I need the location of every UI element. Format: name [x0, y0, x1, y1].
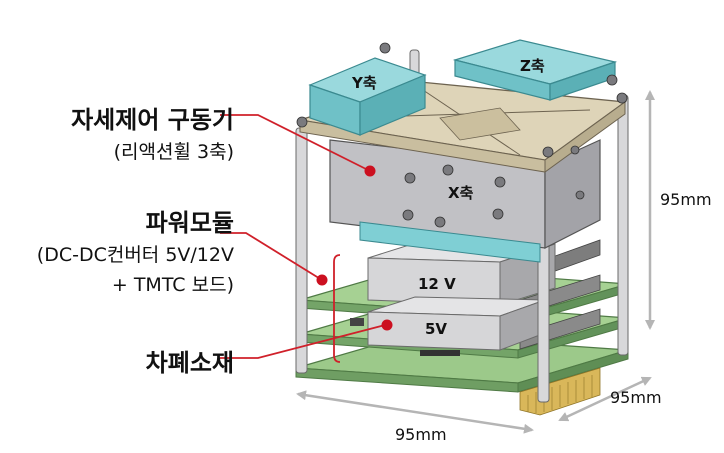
dimension-width: 95mm — [395, 425, 447, 444]
label-attitude-actuator-sub: (리액션휠 3축) — [113, 141, 234, 163]
label-power-module-sub1: (DC-DC컨버터 5V/12V — [36, 244, 234, 266]
label-shielding-material: 차폐소재 — [145, 349, 234, 377]
label-12v-board: 12 V — [418, 275, 456, 293]
marker-dots — [316, 165, 393, 331]
label-y-axis: Y축 — [352, 74, 377, 92]
attitude-actuator-assembly — [296, 39, 628, 263]
label-z-axis: Z축 — [520, 57, 545, 75]
label-power-module-sub2: + TMTC 보드) — [111, 274, 234, 296]
label-attitude-actuator: 자세제어 구동기 — [71, 106, 234, 134]
label-x-axis: X축 — [448, 184, 474, 202]
dimension-height: 95mm — [660, 190, 712, 209]
leader-lines — [220, 114, 386, 363]
label-5v-board: 5V — [425, 320, 448, 338]
label-power-module: 파워모듈 — [145, 209, 234, 237]
power-module-5v — [367, 296, 546, 351]
dimension-arrows — [296, 90, 655, 434]
dimension-depth: 95mm — [610, 388, 662, 407]
